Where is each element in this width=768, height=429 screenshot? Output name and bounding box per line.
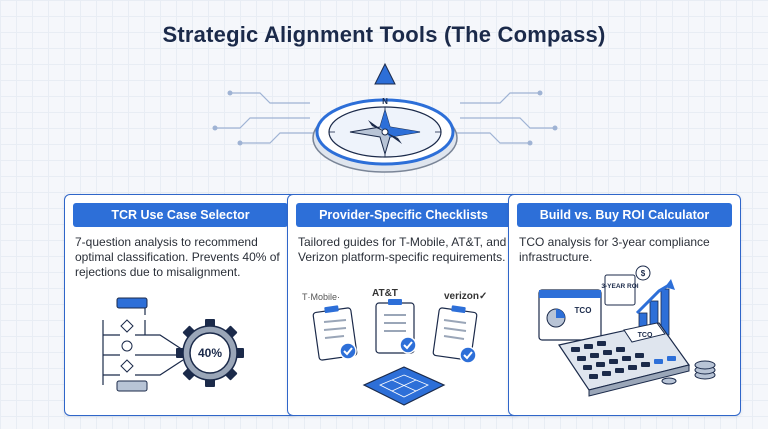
card-roi-calculator: Build vs. Buy ROI Calculator TCO analysi… <box>508 194 741 416</box>
card-description: 7-question analysis to recommend optimal… <box>75 235 280 279</box>
verizon-logo: verizon✓ <box>444 291 488 302</box>
card-description: Tailored guides for T-Mobile, AT&T, and … <box>298 235 507 264</box>
gear-label: 40% <box>198 346 222 360</box>
card-header: Provider-Specific Checklists <box>296 203 511 227</box>
att-logo: AT&T <box>372 288 398 299</box>
tmobile-logo: T·Mobile· <box>302 292 341 302</box>
card-header: Build vs. Buy ROI Calculator <box>517 203 732 227</box>
compass-north-label: N <box>382 97 388 106</box>
chart-label: TCO <box>575 306 592 315</box>
card-tcr-use-case-selector: TCR Use Case Selector 7-question analysi… <box>64 194 297 416</box>
page-title: Strategic Alignment Tools (The Compass) <box>162 22 606 47</box>
card-header: TCR Use Case Selector <box>73 203 288 227</box>
calculator-icon: TCO 3-YEAR ROI $ TCO <box>538 265 716 397</box>
card-provider-checklists: Provider-Specific Checklists Tailored gu… <box>287 194 520 416</box>
calculator-screen-label: TCO <box>638 332 653 339</box>
flowchart-icon: 40% <box>102 297 244 392</box>
card-description: TCO analysis for 3-year compliance infra… <box>519 235 710 264</box>
checklist-icon <box>312 299 478 406</box>
sign-label: 3-YEAR ROI <box>601 283 638 290</box>
compass-icon: N <box>212 62 558 173</box>
coin-symbol: $ <box>641 269 646 278</box>
